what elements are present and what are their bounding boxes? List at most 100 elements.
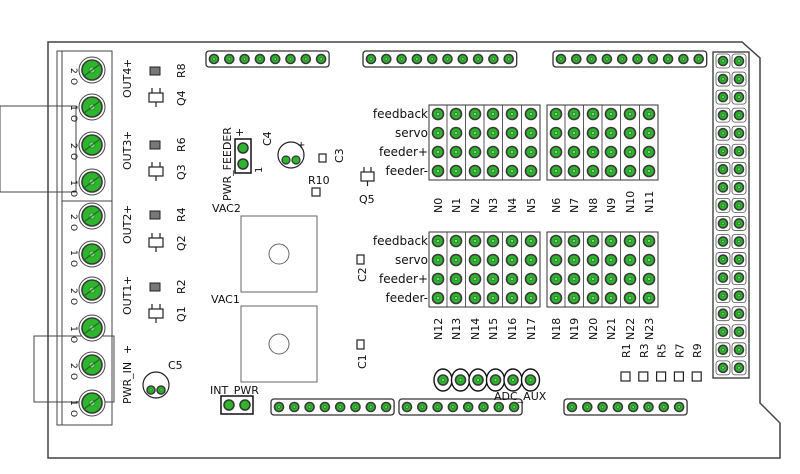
int-pwr-pin-2[interactable]: [239, 399, 251, 411]
servo-pin-hole: [473, 112, 477, 116]
resistor-label: R4: [175, 207, 188, 222]
header-right-pin-hole: [737, 312, 741, 316]
header-top-3-pin-hole: [681, 57, 686, 61]
servo-column-label: N8: [587, 198, 600, 213]
c3-capacitor: [318, 153, 327, 163]
servo-pin-hole: [473, 277, 477, 281]
header-right-cell: [715, 270, 731, 286]
header-top-3-pin-hole: [605, 57, 609, 61]
header-bottom-1-pin-hole: [292, 405, 296, 409]
servo-pin-hole: [436, 112, 440, 116]
servo-column-label: N22: [624, 318, 637, 340]
servo-pin-hole: [436, 277, 440, 281]
servo-pin-hole: [454, 296, 458, 300]
servo-pin-hole: [628, 150, 632, 154]
header-right-cell: [731, 216, 747, 231]
terminal-screw-slot: [83, 247, 101, 261]
servo-pin-hole: [454, 169, 458, 173]
transistor-label: Q1: [175, 306, 188, 322]
terminal-pin-circle: O: [68, 336, 78, 343]
servo-column-label: N17: [525, 318, 538, 340]
servo-pin-hole: [491, 112, 495, 116]
pwr-feeder-pin-1[interactable]: [237, 142, 249, 154]
header-right-cell: [731, 71, 747, 87]
servo-pin-hole: [436, 239, 440, 243]
resistor-pad: [655, 371, 667, 382]
servo-pin-hole: [591, 131, 595, 135]
resistor-label: R7: [673, 343, 686, 358]
terminal-pin-circle: O: [68, 224, 78, 231]
servo-column-label: N1: [450, 198, 463, 213]
header-top-2-pin-hole: [445, 57, 450, 61]
header-right-cell: [715, 252, 731, 267]
servo-pin-hole: [572, 131, 576, 135]
servo-pin-hole: [436, 150, 440, 154]
vac2-component: [240, 215, 318, 293]
servo-pin-hole: [628, 239, 632, 243]
servo-pin-hole: [436, 296, 440, 300]
transistor-label: Q4: [175, 90, 188, 106]
servo-pin-hole: [529, 277, 533, 281]
output-label: OUT4: [121, 68, 134, 98]
servo-pin-hole: [510, 150, 514, 154]
resistor: [149, 66, 161, 76]
servo-row-label: feeder-: [386, 164, 429, 178]
servo-pin-hole: [491, 277, 495, 281]
header-right-pin-hole: [737, 167, 741, 171]
header-right-cell: [715, 179, 731, 195]
resistor-label: R5: [656, 343, 669, 358]
servo-pin-hole: [473, 150, 477, 154]
terminal-pin-number: 2: [68, 68, 78, 74]
resistor-pad: [673, 371, 685, 382]
servo-pin-hole: [473, 131, 477, 135]
header-right-cell: [731, 179, 747, 195]
output-plus: +: [121, 59, 134, 68]
servo-pin-hole: [628, 258, 632, 262]
header-right-pin-hole: [737, 203, 741, 208]
header-bottom-2-pin-hole: [405, 405, 409, 409]
header-right-pin-hole: [721, 348, 725, 352]
servo-row-label: feeder+: [379, 145, 428, 159]
servo-grid-group: [546, 104, 659, 181]
servo-pin-hole: [572, 258, 576, 262]
terminal-screw-slot: [83, 209, 101, 223]
servo-pin-hole: [454, 150, 458, 154]
servo-pin-hole: [491, 296, 495, 300]
header-right-pin-hole: [721, 167, 725, 171]
servo-pin-hole: [529, 112, 533, 116]
r10-resistor: [311, 187, 321, 197]
output-plus: +: [121, 276, 134, 285]
servo-pin-hole: [628, 277, 632, 281]
servo-pin-hole: [647, 239, 651, 243]
header-bottom-3-pin-hole: [616, 405, 620, 409]
header-right-cell: [731, 107, 747, 123]
int-pwr-pin-1[interactable]: [223, 399, 235, 411]
resistor-label: R2: [175, 279, 188, 294]
left-rail: [56, 50, 63, 426]
header-top-2-pin-hole: [369, 57, 373, 61]
transistor: [148, 92, 164, 103]
header-right-pin-hole: [737, 275, 741, 280]
c1-capacitor: [356, 339, 365, 350]
header-right-pin-hole: [721, 330, 725, 334]
servo-row-label: feeder+: [379, 272, 428, 286]
output-plus: +: [121, 205, 134, 214]
header-top-3-pin-hole: [559, 57, 563, 61]
terminal-screw-slot: [83, 175, 101, 189]
terminal-screw-slot: [83, 138, 101, 152]
vac1-component: [240, 305, 318, 383]
header-bottom-2-pin-hole: [466, 405, 470, 409]
servo-pin-hole: [572, 150, 576, 154]
header-right-pin-hole: [721, 221, 725, 226]
servo-row-label: feeder-: [386, 291, 429, 305]
header-top-3-pin-hole: [574, 57, 578, 61]
servo-pin-hole: [628, 112, 632, 116]
header-right-pin-hole: [721, 275, 725, 280]
pwr-feeder-pin-2[interactable]: [237, 158, 249, 170]
adc-aux-label: ADC_AUX: [494, 390, 547, 403]
c1-label: C1: [356, 354, 369, 369]
header-top-3-pin-hole: [635, 57, 640, 61]
header-right-pin-hole: [737, 185, 741, 189]
servo-pin-hole: [491, 131, 495, 135]
header-top-1-pin-hole: [319, 57, 323, 61]
